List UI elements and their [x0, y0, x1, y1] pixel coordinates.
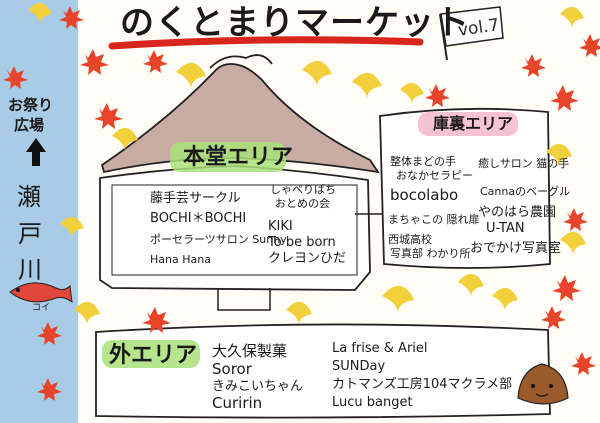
- koi-label: コイ: [32, 303, 51, 313]
- shop-seitai-1: 整体まどの手: [390, 155, 456, 168]
- shop-kimikoichan: きみこいちゃん: [212, 379, 304, 394]
- shop-yanohara-noen: やのはら農園: [478, 205, 557, 220]
- hondo-steps: [217, 288, 271, 311]
- seto-char-2: 戸: [18, 220, 42, 248]
- shop-odekake-shashin: おでかけ写真室: [470, 241, 562, 256]
- shop-porcelarts-sunny: ポーセラーツサロン Sunny: [150, 233, 287, 246]
- shop-curirin: Curirin: [212, 394, 263, 412]
- shop-bochi-bochi: BOCHI＊BOCHI: [150, 211, 247, 226]
- flag-pole: [439, 13, 448, 61]
- shop-fuji-shugei: 藤手芸サークル: [150, 191, 241, 206]
- page-title: のくとまりマーケット: [120, 3, 470, 43]
- soto-area-label: 外エリア: [109, 343, 198, 368]
- shop-lucu-banget: Lucu banget: [332, 395, 413, 410]
- hondo-interior: [111, 184, 358, 276]
- soto-area-box: [95, 323, 551, 419]
- shop-iyashi-nekonote: 癒しサロン 猫の手: [478, 157, 570, 170]
- shop-la-frise-ariel: La frise & Ariel: [332, 341, 428, 356]
- kuri-area-box: [379, 107, 551, 269]
- chestnut-character-icon: [517, 363, 569, 405]
- up-arrow-icon: [26, 138, 46, 166]
- shop-machako: まちゃこの 隠れ扉: [388, 213, 480, 226]
- shop-seitai-2: おなかセラピー: [396, 169, 473, 182]
- shop-shaberibachi-2: おとめの会: [275, 197, 330, 210]
- shop-soror: Soror: [212, 360, 252, 378]
- festival-plaza-line2: 広場: [14, 116, 45, 134]
- seto-char-3: 川: [18, 256, 42, 284]
- shop-sunday: SUNDay: [332, 359, 386, 374]
- shop-okubo-seika: 大久保製菓: [212, 342, 288, 360]
- koi-fish-icon: [9, 282, 73, 304]
- shop-canna-bagel: Cannaのベーグル: [480, 185, 571, 198]
- hondo-area-label: 本堂エリア: [183, 145, 294, 170]
- shop-saijo-koko-2: 写真部 わかり所: [390, 247, 471, 260]
- shop-to-be-born: To be born: [268, 235, 336, 250]
- shop-shaberibachi-1: しゃべりばち: [270, 183, 336, 196]
- maple-leaves-decoration: [3, 6, 600, 401]
- festival-plaza-line1: お祭り: [8, 96, 54, 114]
- shop-crayon-hida: クレヨンひだ: [268, 251, 347, 266]
- title-underline: [108, 36, 424, 50]
- hondo-label-highlight: [170, 142, 286, 172]
- shop-hana-hana: Hana Hana: [150, 253, 211, 266]
- kuri-label-highlight: [418, 112, 518, 136]
- shop-bocolabo: bocolabo: [390, 186, 459, 204]
- shop-kiki: KIKI: [268, 219, 293, 234]
- vol-flag-shape: [440, 6, 504, 47]
- shop-u-tan: U-TAN: [486, 221, 525, 236]
- seto-river-strip: [0, 0, 78, 423]
- soto-label-highlight: [102, 340, 200, 368]
- shop-kathmandu-macrame: カトマンズ工房104マクラメ部: [332, 377, 513, 392]
- roof-ridge: [209, 54, 273, 69]
- kuri-area-label: 庫裏エリア: [433, 114, 514, 133]
- ginkgo-leaves-decoration: [28, 2, 586, 324]
- seto-char-1: 瀬: [17, 183, 41, 211]
- shop-saijo-koko-1: 西城高校: [388, 233, 432, 246]
